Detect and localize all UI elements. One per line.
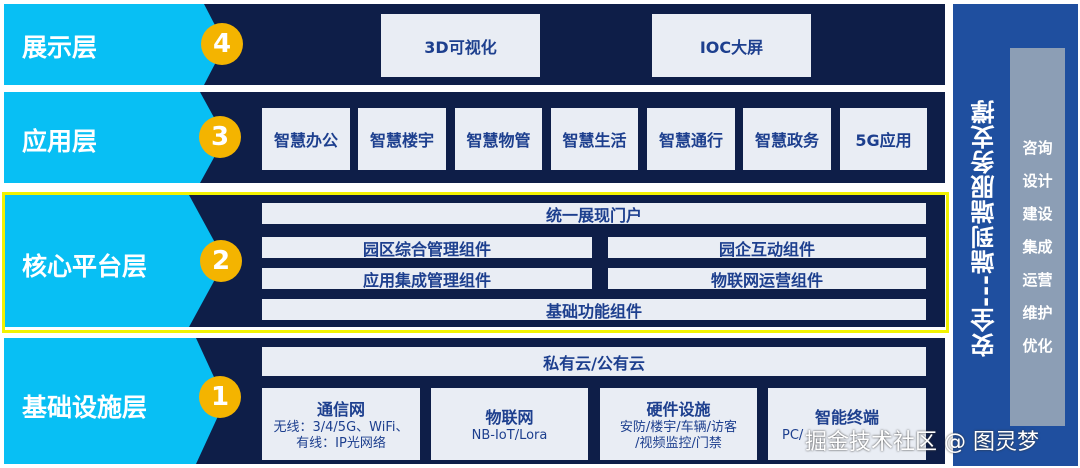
infra-box-terminal: 智能终端 PC/ (768, 388, 926, 460)
infra-title: 通信网 (316, 400, 365, 419)
component-bar: 园区综合管理组件 (262, 237, 592, 259)
component-bar: 统一展现门户 (262, 203, 926, 225)
app-box: 智慧办公 (262, 108, 350, 170)
services-list: 咨询 设计 建设 集成 运营 维护 优化 (1010, 48, 1065, 363)
infra-box-network: 通信网 无线：3/4/5G、WiFi、 有线：IP光网络 (262, 388, 420, 460)
app-box: 智慧生活 (551, 108, 638, 170)
app-box: 5G应用 (840, 108, 927, 170)
infra-title: 智能终端 (814, 408, 879, 427)
layer-chevron (4, 4, 225, 85)
side-panel-security: 安全---端到端服务支撑 咨询 设计 建设 集成 运营 维护 优化 (953, 4, 1078, 466)
infra-detail: 无线：3/4/5G、WiFi、 (273, 420, 409, 435)
layer-number-badge: 1 (199, 376, 241, 418)
layer-number-badge: 4 (201, 23, 243, 65)
component-bar: 应用集成管理组件 (262, 268, 592, 290)
app-box: 智慧政务 (743, 108, 831, 170)
layer-number-badge: 2 (200, 240, 242, 282)
app-box: 智慧通行 (647, 108, 735, 170)
infra-detail: 有线：IP光网络 (296, 436, 386, 451)
layer-display: 展示层 4 3D可视化 IOC大屏 (4, 4, 945, 85)
layer-chevron (4, 92, 225, 183)
services-column: 咨询 设计 建设 集成 运营 维护 优化 (1010, 48, 1065, 426)
service-item: 咨询 (1022, 139, 1053, 157)
side-title: 安全---端到端服务支撑 (971, 99, 999, 357)
layer-label: 核心平台层 (22, 252, 148, 281)
infra-title: 物联网 (485, 408, 534, 427)
service-item: 设计 (1022, 172, 1053, 190)
infra-detail: NB-IoT/Lora (471, 428, 548, 443)
cloud-bar: 私有云/公有云 (262, 347, 926, 376)
layer-chevron (4, 195, 225, 327)
layer-label: 展示层 (22, 33, 98, 62)
service-item: 运营 (1022, 271, 1053, 289)
layer-core-platform: 核心平台层 2 统一展现门户 园区综合管理组件 园企互动组件 应用集成管理组件 … (4, 195, 945, 327)
service-item: 建设 (1022, 205, 1053, 223)
watermark: 掘金技术社区 @ 图灵梦 (805, 430, 1039, 455)
infra-box-hardware: 硬件设施 安防/楼宇/车辆/访客 /视频监控/门禁 (600, 388, 757, 460)
layer-infrastructure: 基础设施层 1 私有云/公有云 通信网 无线：3/4/5G、WiFi、 有线：I… (4, 338, 945, 464)
component-bar: 园企互动组件 (608, 237, 926, 259)
component-bar: 基础功能组件 (262, 299, 926, 321)
infra-detail: PC/ (782, 428, 804, 443)
highlight-frame (2, 192, 949, 333)
layer-chevron (4, 338, 225, 464)
layer-number-badge: 3 (199, 116, 241, 158)
box-ioc: IOC大屏 (652, 14, 811, 77)
infra-title: 硬件设施 (646, 400, 711, 419)
service-item: 维护 (1022, 304, 1053, 322)
app-box: 智慧楼宇 (358, 108, 446, 170)
service-item: 集成 (1022, 238, 1053, 256)
infra-detail: 安防/楼宇/车辆/访客 (619, 420, 738, 435)
layer-label: 基础设施层 (22, 393, 148, 422)
infra-detail: /视频监控/门禁 (635, 436, 722, 451)
service-item: 优化 (1022, 337, 1053, 355)
box-3d: 3D可视化 (381, 14, 540, 77)
app-box: 智慧物管 (455, 108, 542, 170)
component-bar: 物联网运营组件 (608, 268, 926, 290)
layer-application: 应用层 3 智慧办公 智慧楼宇 智慧物管 智慧生活 智慧通行 智慧政务 5G应用 (4, 92, 945, 183)
infra-box-iot: 物联网 NB-IoT/Lora (431, 388, 588, 460)
layer-label: 应用层 (22, 127, 98, 156)
